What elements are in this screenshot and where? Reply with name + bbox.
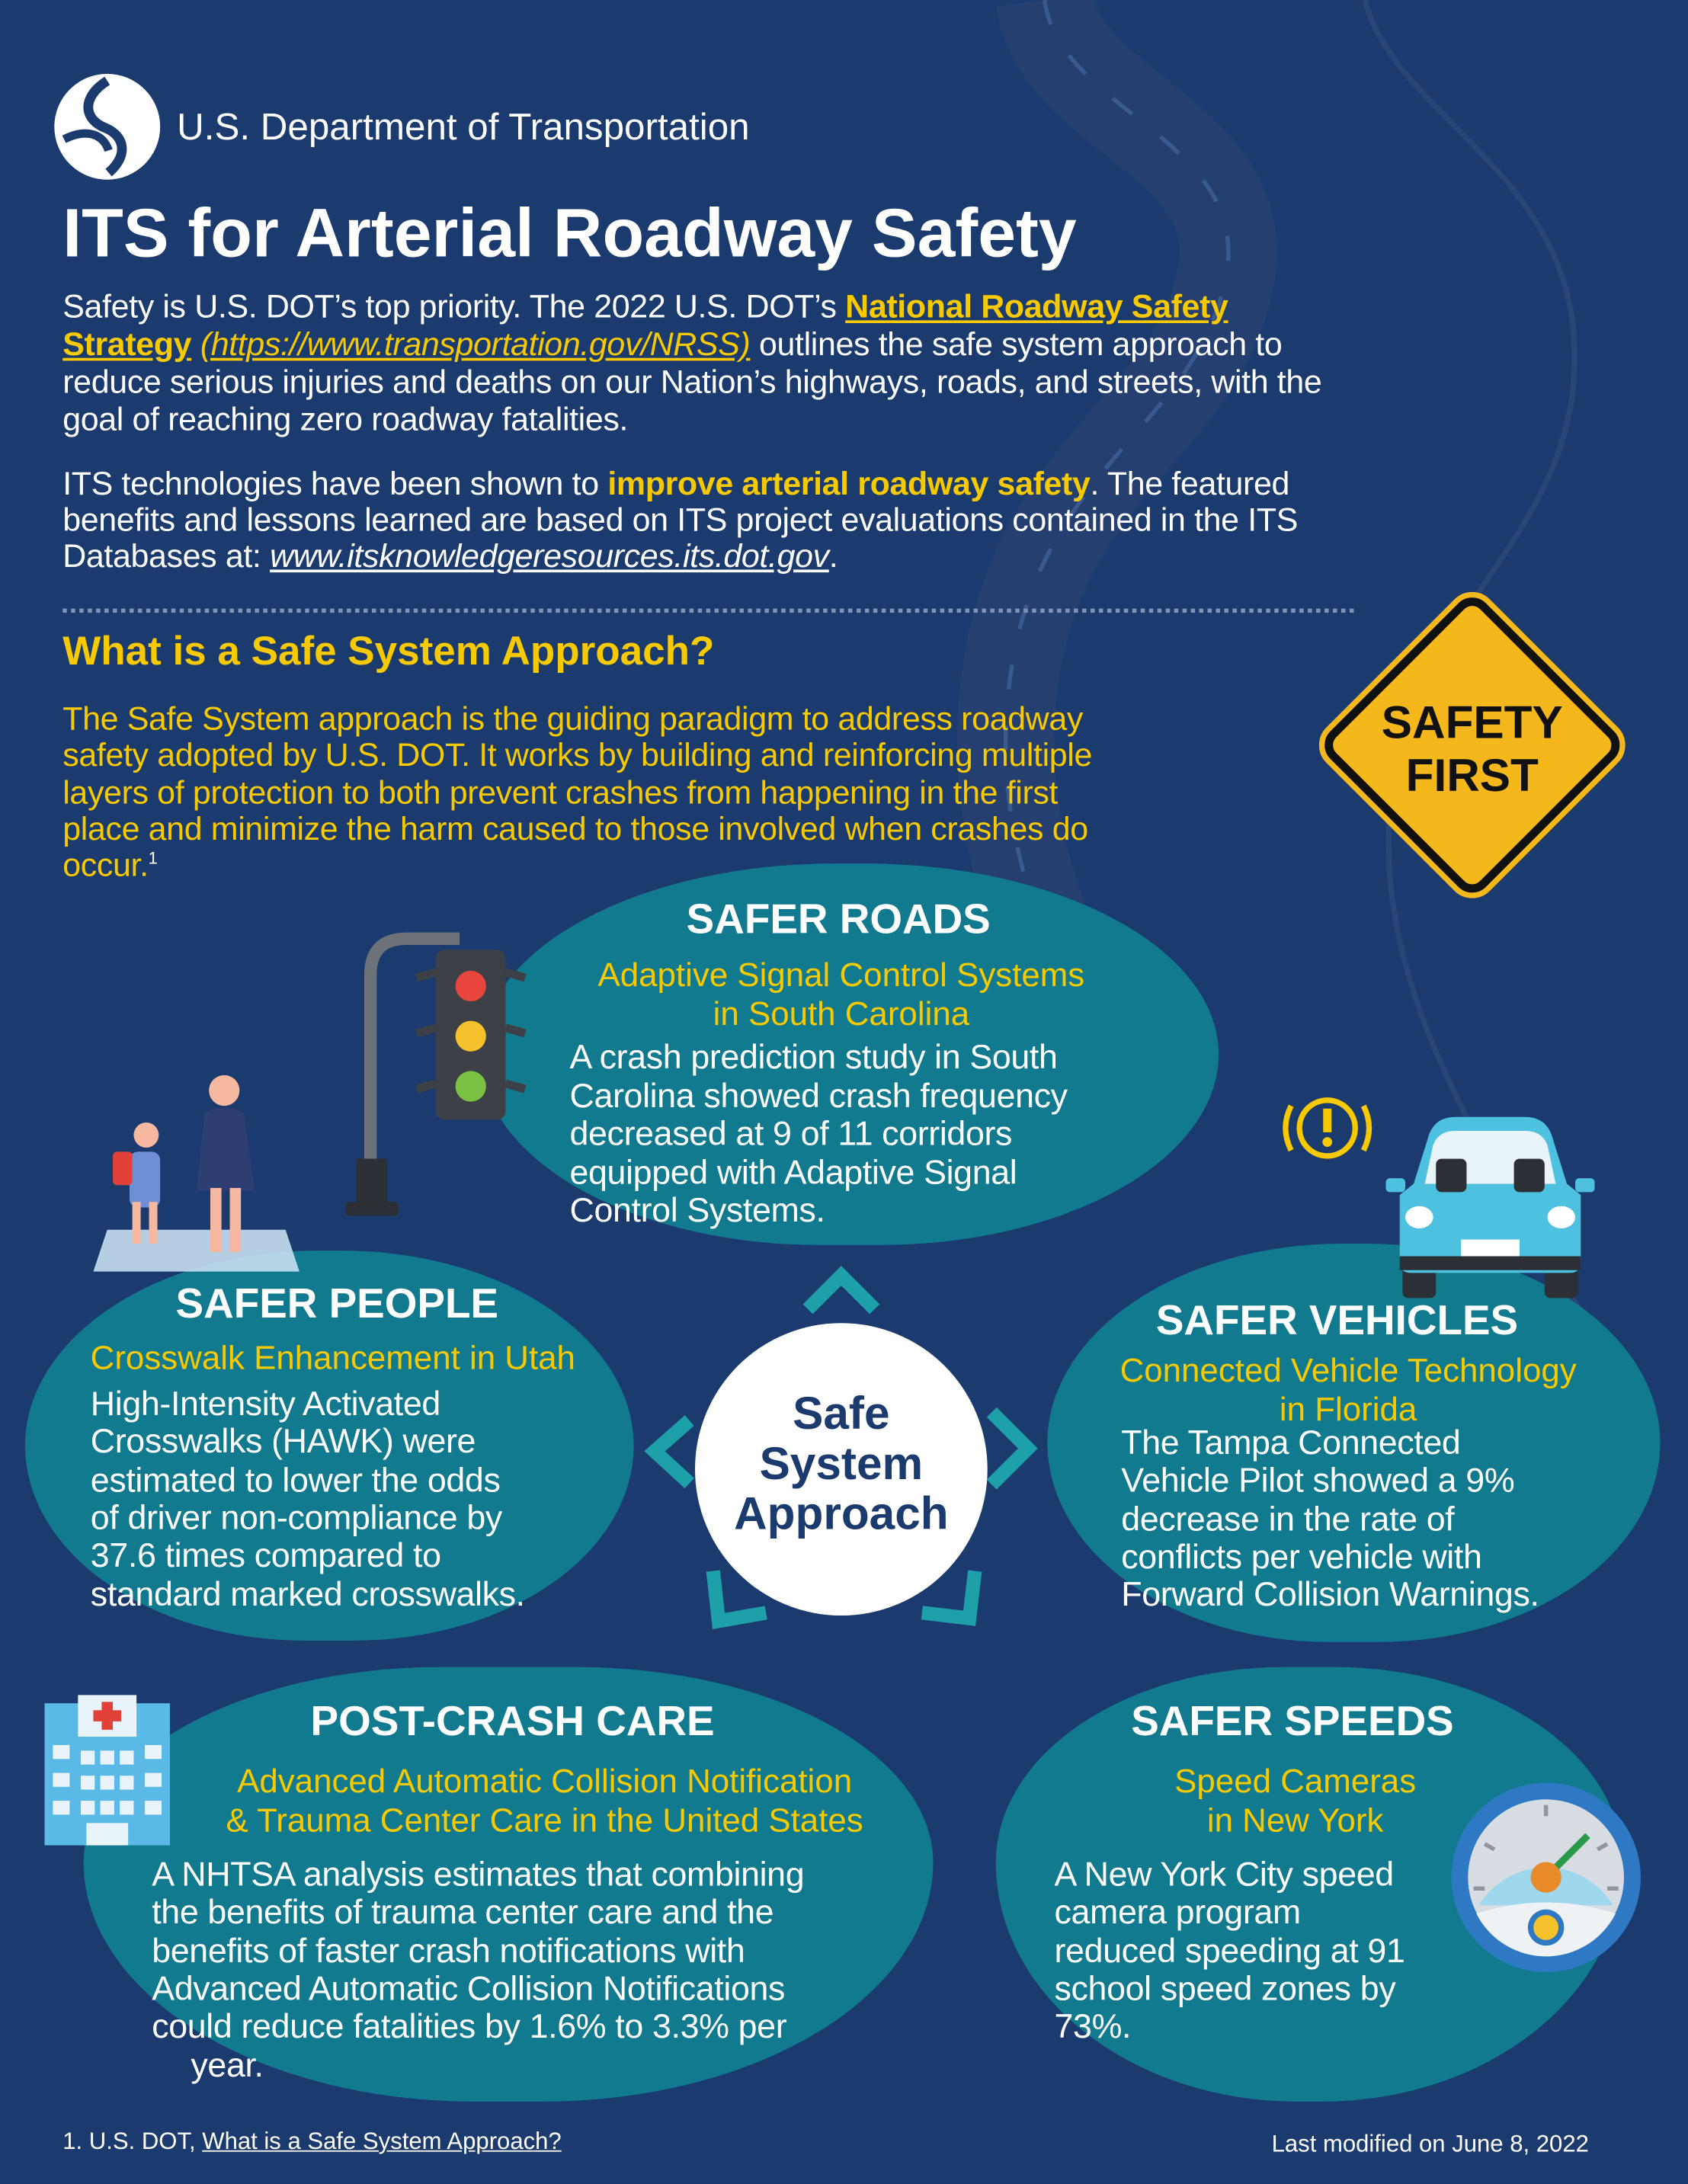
intro-text: benefits and lessons learned are based o… xyxy=(62,501,1299,538)
speeds-body-line: 73%. xyxy=(1054,2008,1132,2047)
divider xyxy=(62,608,1354,613)
nrss-url-link[interactable]: (https://www.transportation.gov/NRSS) xyxy=(200,325,751,363)
vehicles-body-line: Forward Collision Warnings. xyxy=(1121,1577,1539,1615)
car-icon xyxy=(1385,1116,1595,1299)
safe-system-circle xyxy=(694,1323,988,1616)
speeds-subtitle: Speed Cameras xyxy=(1174,1763,1417,1801)
vehicles-body-line: Vehicle Pilot showed a 9% xyxy=(1121,1462,1515,1500)
safe-system-line: The Safe System approach is the guiding … xyxy=(62,700,1083,737)
postcrash-body-line: Advanced Automatic Collision Notificatio… xyxy=(152,1970,786,2009)
nrss-link[interactable]: National Roadway Safety xyxy=(845,288,1228,325)
speeds-body-line: reduced speeding at 91 xyxy=(1054,1932,1405,1971)
postcrash-body-line: the benefits of trauma center care and t… xyxy=(152,1894,774,1933)
speeds-body-line: school speed zones by xyxy=(1054,1970,1396,2009)
speeds-subtitle: in New York xyxy=(1206,1801,1384,1840)
people-subtitle: Crosswalk Enhancement in Utah xyxy=(90,1340,575,1378)
intro-text: goal of reaching zero roadway fatalities… xyxy=(62,401,629,437)
intro-text: outlines the safe system approach to xyxy=(750,325,1283,363)
intro-text: ITS technologies have been shown to xyxy=(62,465,608,501)
hospital-icon xyxy=(44,1695,170,1846)
safe-system-line: layers of protection to both prevent cra… xyxy=(62,773,1059,810)
safe-system-line: occur.1 xyxy=(62,847,158,884)
roads-subtitle: Adaptive Signal Control Systems xyxy=(597,956,1085,994)
vehicles-subtitle: Connected Vehicle Technology xyxy=(1119,1352,1577,1390)
people-body-line: 37.6 times compared to xyxy=(90,1538,441,1576)
people-body-line: standard marked crosswalks. xyxy=(90,1575,525,1614)
roads-heading: SAFER ROADS xyxy=(686,896,991,943)
people-body-line: High-Intensity Activated xyxy=(90,1385,440,1423)
intro-text: Safety is U.S. DOT’s top priority. The 2… xyxy=(62,288,846,325)
traffic-light-icon xyxy=(345,932,527,1216)
nrss-link-2[interactable]: Strategy xyxy=(62,325,192,363)
vehicles-heading: SAFER VEHICLES xyxy=(1155,1298,1519,1344)
people-heading: SAFER PEOPLE xyxy=(175,1281,499,1327)
safer-people-card xyxy=(24,1251,634,1641)
arrow-right-icon xyxy=(986,1407,1038,1490)
usdot-logo-icon xyxy=(54,73,161,180)
vehicles-body-line: decrease in the rate of xyxy=(1121,1500,1455,1539)
roads-body-line: equipped with Adaptive Signal xyxy=(569,1154,1017,1192)
collision-warning-icon xyxy=(1283,1097,1373,1159)
intro-text: . xyxy=(828,537,838,574)
footnote-text: 1. U.S. DOT, xyxy=(62,2128,203,2155)
page-title: ITS for Arterial Roadway Safety xyxy=(62,196,1077,272)
people-body-line: estimated to lower the odds xyxy=(90,1462,501,1500)
vehicles-subtitle: in Florida xyxy=(1279,1390,1417,1429)
safe-system-heading: What is a Safe System Approach? xyxy=(62,629,715,674)
postcrash-heading: POST-CRASH CARE xyxy=(310,1699,715,1745)
intro-text: reduce serious injuries and deaths on ou… xyxy=(62,363,1322,400)
postcrash-body-line: could reduce fatalities by 1.6% to 3.3% … xyxy=(152,2008,787,2047)
postcrash-subtitle: Advanced Automatic Collision Notificatio… xyxy=(237,1763,853,1801)
pedestrians-icon xyxy=(93,1074,299,1272)
footnote-marker: 1 xyxy=(148,848,158,869)
footnote-link[interactable]: What is a Safe System Approach? xyxy=(202,2128,562,2155)
post-crash-card xyxy=(83,1667,934,2102)
arrow-up-icon xyxy=(802,1266,880,1315)
arrow-down-left-icon xyxy=(706,1570,767,1630)
arrow-down-right-icon xyxy=(921,1570,982,1626)
roads-body-line: Control Systems. xyxy=(569,1192,825,1230)
people-body-line: of driver non-compliance by xyxy=(90,1500,503,1538)
safe-system-line: safety adopted by U.S. DOT. It works by … xyxy=(62,737,1092,773)
safe-system-line: place and minimize the harm caused to th… xyxy=(62,810,1088,847)
postcrash-body-line: year. xyxy=(191,2046,264,2085)
safer-roads-card xyxy=(480,863,1219,1245)
roads-body-line: decreased at 9 of 11 corridors xyxy=(569,1115,1013,1154)
intro-text: . The featured xyxy=(1090,465,1290,501)
intro-text: Databases at: xyxy=(62,537,271,574)
postcrash-body-line: benefits of faster crash notifications w… xyxy=(152,1932,745,1971)
people-body-line: Crosswalks (HAWK) were xyxy=(90,1423,476,1462)
highlight-text: improve arterial roadway safety xyxy=(607,465,1091,501)
its-knowledge-link[interactable]: www.itsknowledgeresources.its.dot.gov xyxy=(270,537,829,574)
speeds-body-line: A New York City speed xyxy=(1054,1856,1394,1894)
org-name: U.S. Department of Transportation xyxy=(177,105,750,148)
arrow-left-icon xyxy=(644,1415,694,1489)
roads-body-line: Carolina showed crash frequency xyxy=(569,1077,1068,1115)
cycle-arrows xyxy=(644,1266,1038,1630)
postcrash-body-line: A NHTSA analysis estimates that combinin… xyxy=(152,1856,805,1894)
speedometer-icon xyxy=(1451,1782,1641,1972)
vehicles-body-line: conflicts per vehicle with xyxy=(1121,1539,1482,1577)
speeds-heading: SAFER SPEEDS xyxy=(1131,1699,1454,1745)
roads-body-line: A crash prediction study in South xyxy=(569,1039,1058,1077)
roads-subtitle: in South Carolina xyxy=(713,994,970,1033)
last-modified: Last modified on June 8, 2022 xyxy=(1271,2131,1589,2157)
postcrash-subtitle: & Trauma Center Care in the United State… xyxy=(226,1801,863,1840)
speeds-body-line: camera program xyxy=(1054,1894,1301,1933)
vehicles-body-line: The Tampa Connected xyxy=(1121,1424,1461,1462)
safer-vehicles-card xyxy=(1047,1244,1661,1642)
